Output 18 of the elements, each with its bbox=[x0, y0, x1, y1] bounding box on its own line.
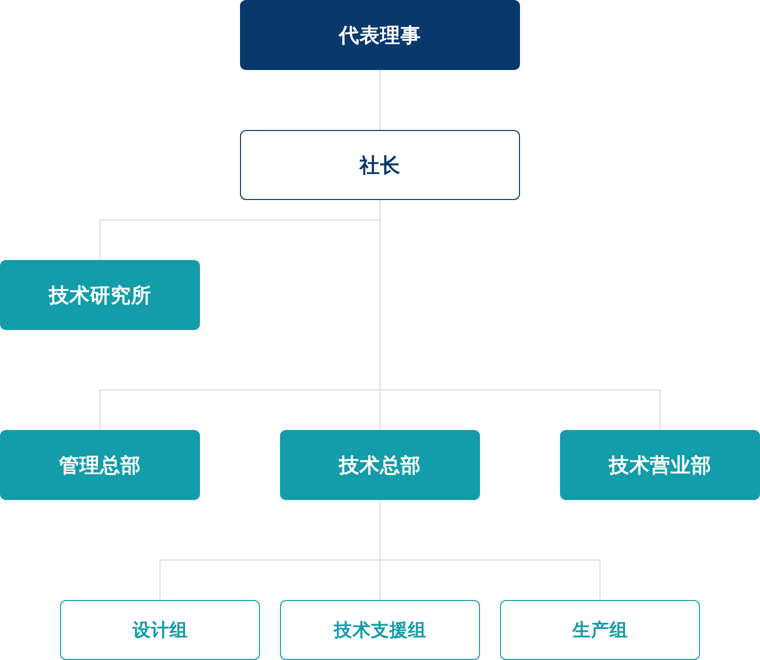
box-label: 技术营业部 bbox=[608, 452, 712, 478]
box-label: 代表理事 bbox=[339, 22, 421, 48]
box-label: 社长 bbox=[360, 152, 400, 178]
box-label: 生产组 bbox=[572, 619, 628, 642]
team-box bbox=[280, 600, 480, 660]
president-box bbox=[240, 130, 520, 200]
executive-box bbox=[240, 0, 520, 70]
team-box bbox=[60, 600, 260, 660]
department-box bbox=[560, 430, 760, 500]
team-box bbox=[500, 600, 700, 660]
department-box bbox=[0, 430, 200, 500]
box-label: 管理总部 bbox=[59, 452, 141, 478]
box-label: 技术支援组 bbox=[334, 619, 426, 642]
department-box bbox=[0, 260, 200, 330]
department-box bbox=[280, 430, 480, 500]
box-label: 设计组 bbox=[132, 619, 188, 642]
box-label: 技术研究所 bbox=[48, 282, 152, 308]
box-label: 技术总部 bbox=[339, 452, 421, 478]
